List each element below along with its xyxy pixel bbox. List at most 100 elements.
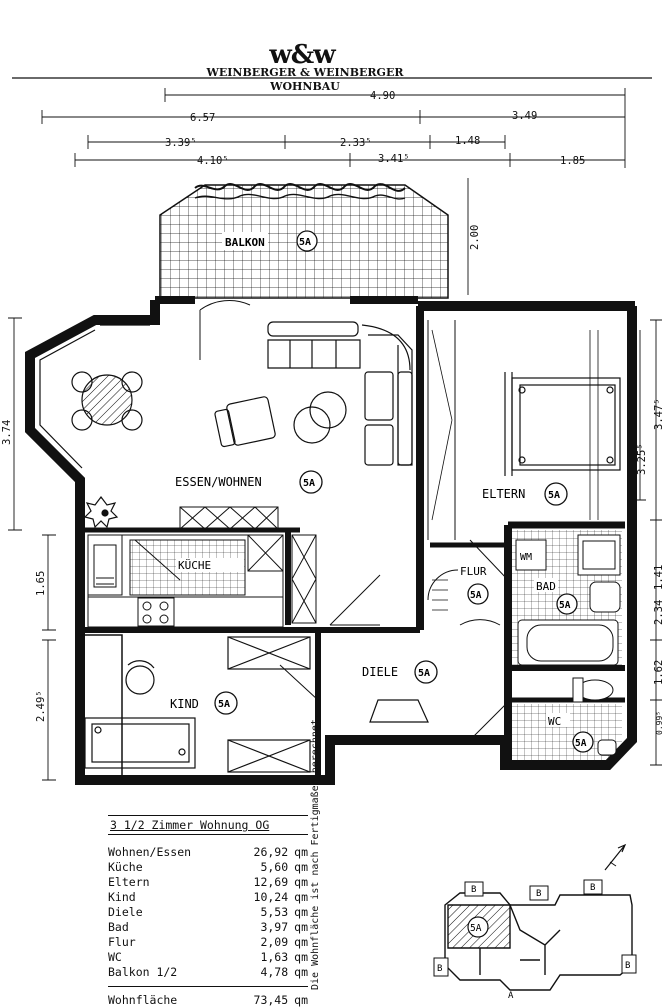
dim-right-e: 1.62: [653, 660, 664, 685]
label-essen-wohnen: ESSEN/WOHNEN: [175, 475, 262, 489]
living-furniture: [71, 321, 413, 529]
area-legend: 3 1/2 Zimmer Wohnung OG Wohnen/Essen 26,9…: [108, 815, 308, 1008]
tag-bad: [556, 593, 578, 615]
legend-title: 3 1/2 Zimmer Wohnung OG: [108, 815, 308, 835]
tag-diele: [414, 660, 438, 684]
legend-row-unit: qm: [294, 950, 308, 964]
legend-row: Balkon 1/2 4,78 qm: [108, 965, 308, 980]
label-diele: DIELE: [362, 665, 398, 679]
legend-row: WC 1,63 qm: [108, 950, 308, 965]
legend-row-label: Kind: [108, 890, 136, 904]
label-essen-wohnen-group: ESSEN/WOHNEN 5A: [175, 470, 323, 494]
legend-row-unit: qm: [294, 845, 308, 859]
label-kueche: KÜCHE: [178, 559, 211, 572]
dim-row3-c: 1.85: [560, 155, 585, 167]
dimension-lines: [8, 88, 662, 781]
legend-row-value: 5,60: [260, 860, 289, 874]
dim-row2-a: 3.39⁵: [165, 137, 197, 149]
svg-text:5A: 5A: [470, 590, 482, 601]
label-diele-group: DIELE 5A: [362, 660, 438, 723]
legend-row-label: Eltern: [108, 875, 150, 889]
brand-logo: w&w: [269, 40, 335, 70]
dim-right-a: 3.47⁵: [653, 398, 664, 430]
legend-row-value: 3,97: [260, 920, 289, 934]
legend-row-unit: qm: [294, 860, 308, 874]
legend-row-unit: qm: [294, 890, 308, 904]
key-plan-balcony-5: B: [625, 961, 630, 971]
key-plan-balcony-3: B: [590, 883, 595, 893]
brand-subtitle: WOHNBAU: [270, 80, 340, 93]
legend-row-value: 26,92: [253, 845, 289, 859]
key-plan-balcony-1: B: [471, 885, 476, 895]
legend-total-label: Wohnfläche: [108, 993, 178, 1007]
legend-row-label: Balkon 1/2: [108, 965, 178, 979]
dim-balcony-depth: 2.00: [469, 225, 481, 250]
dim-right-b: 3.25⁵: [636, 443, 648, 475]
doors: [199, 300, 509, 741]
legend-row-value: 1,63: [260, 950, 289, 964]
tag-balkon: [296, 230, 318, 252]
balcony-planter: [194, 183, 406, 192]
legend-total-value: 73,45: [253, 993, 289, 1007]
legend-row-value: 12,69: [253, 875, 289, 889]
svg-text:5A: 5A: [418, 668, 430, 679]
dim-row3-b: 3.41⁵: [378, 153, 410, 165]
tag-wc: [572, 731, 594, 753]
label-flur: FLUR: [460, 565, 487, 578]
tag-eltern: [544, 482, 568, 506]
legend-row-unit: qm: [294, 935, 308, 949]
key-plan: [444, 843, 633, 991]
dim-right-d: 2.34: [653, 600, 664, 625]
dim-right-f: 0.99⁵: [655, 711, 664, 735]
key-plan-balcony-4: B: [437, 964, 442, 974]
dim-row2-b: 2.33⁵: [340, 137, 372, 149]
key-plan-balcony-2: B: [536, 889, 541, 899]
key-plan-entrance: A: [508, 991, 514, 1000]
legend-row-unit: qm: [294, 965, 308, 979]
legend-row-label: Küche: [108, 860, 143, 874]
label-kind: KIND: [170, 697, 199, 711]
dim-row1-left: 6.57: [190, 112, 215, 124]
bay-window: [39, 324, 150, 469]
legend-row-label: Bad: [108, 920, 129, 934]
legend-row: Wohnen/Essen 26,92 qm: [108, 845, 308, 860]
tag-flur: [467, 583, 489, 605]
dim-row1-right: 3.49: [512, 110, 537, 122]
legend-row: Küche 5,60 qm: [108, 860, 308, 875]
legend-row-label: WC: [108, 950, 122, 964]
dim-top-overall: 4.90: [370, 90, 395, 102]
area-note: Die Wohnfläche ist nach Fertigmaßen bere…: [292, 713, 332, 1000]
legend-row-unit: qm: [294, 905, 308, 919]
svg-text:5A: 5A: [548, 490, 560, 501]
label-bad: BAD: [536, 580, 556, 593]
label-eltern-group: ELTERN 5A: [482, 482, 568, 506]
legend-row-label: Flur: [108, 935, 136, 949]
label-wm: WM: [520, 552, 532, 563]
label-flur-group: FLUR 5A: [432, 565, 489, 611]
dim-row3-a: 4.10⁵: [197, 155, 229, 167]
svg-text:5A: 5A: [299, 237, 311, 248]
legend-row-unit: qm: [294, 875, 308, 889]
dim-left-upper: 3.74: [1, 420, 13, 445]
legend-row-label: Wohnen/Essen: [108, 845, 192, 859]
legend-total-rule: [108, 986, 308, 987]
legend-row-value: 5,53: [260, 905, 289, 919]
tag-kind: [214, 691, 238, 715]
key-plan-unit-tag: [467, 916, 489, 938]
eltern-furniture: [427, 320, 621, 540]
legend-row-value: 4,78: [260, 965, 289, 979]
diele-bench: [369, 699, 429, 723]
svg-text:5A: 5A: [218, 699, 230, 710]
kind-furniture: [84, 636, 311, 773]
tag-essen-wohnen: [299, 470, 323, 494]
key-plan-markers: B B B B B 5A A: [433, 879, 637, 1000]
legend-row: Eltern 12,69 qm: [108, 875, 308, 890]
label-kind-group: KIND 5A: [170, 691, 238, 715]
dim-right-c: 1.41: [653, 565, 664, 590]
